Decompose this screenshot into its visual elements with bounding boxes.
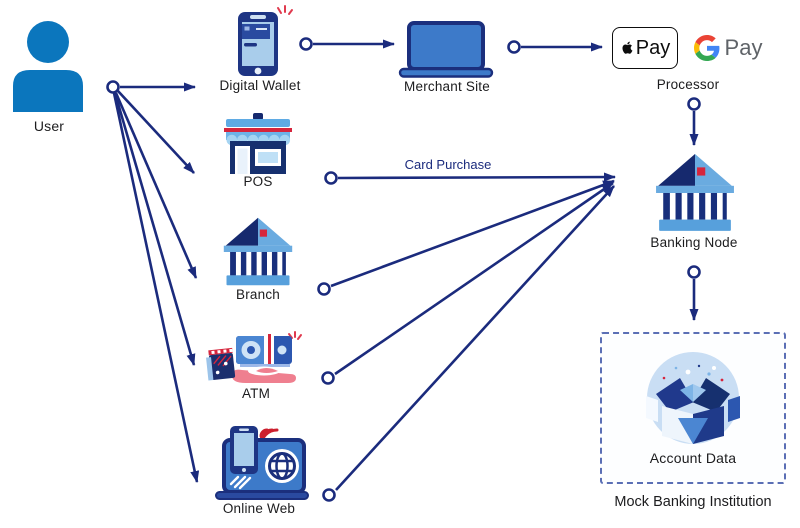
digital-wallet-icon <box>238 5 293 76</box>
processor-label: Processor <box>656 77 720 92</box>
mock-banking-institution-label: Mock Banking Institution <box>614 494 772 510</box>
pos-icon <box>224 113 292 174</box>
google-pay-text: Pay <box>724 35 763 60</box>
user-label: User <box>33 118 65 134</box>
atm-label: ATM <box>241 386 271 401</box>
banking-node-icon <box>656 154 734 231</box>
account-data-icon <box>646 352 740 444</box>
apple-logo-icon <box>622 41 633 54</box>
merchant-site-label: Merchant Site <box>404 79 490 94</box>
google-pay-badge: Pay <box>684 29 772 67</box>
online-web-label: Online Web <box>222 501 296 516</box>
pos-label: POS <box>243 174 273 189</box>
user-icon <box>13 21 83 112</box>
atm-icon <box>206 331 302 383</box>
account-data-label: Account Data <box>649 450 737 466</box>
apple-pay-text: Pay <box>635 36 671 59</box>
mock-banking-institution-box: Account Data <box>600 332 786 484</box>
card-purchase-edge-label: Card Purchase <box>404 157 492 172</box>
apple-pay-badge: Pay <box>612 27 678 69</box>
merchant-site-icon <box>398 21 494 78</box>
branch-label: Branch <box>236 287 280 302</box>
digital-wallet-label: Digital Wallet <box>219 78 301 93</box>
branch-icon <box>223 217 293 286</box>
online-web-icon <box>215 426 309 500</box>
google-g-icon <box>693 35 719 61</box>
banking-node-label: Banking Node <box>650 235 738 250</box>
